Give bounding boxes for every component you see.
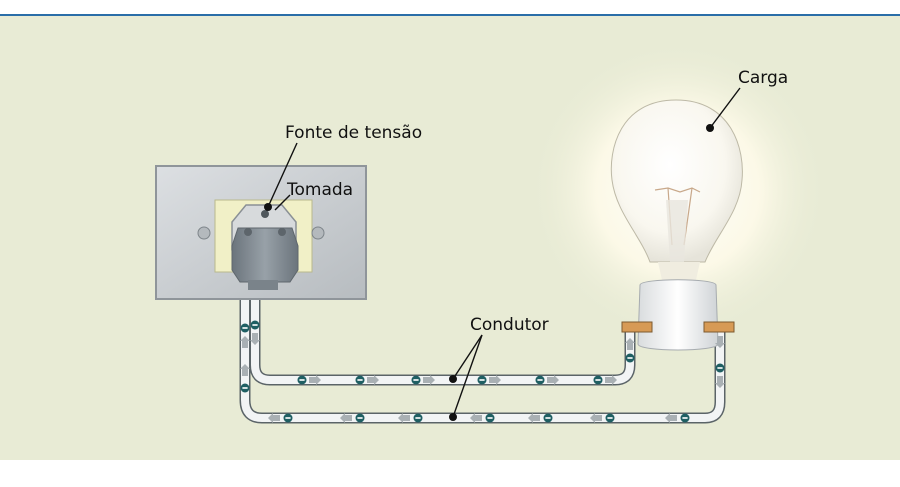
fonte-marker: [264, 203, 272, 211]
flow-arrow-icon: [665, 413, 677, 423]
electron-icon: [680, 413, 690, 423]
condutor-marker-upper: [449, 375, 457, 383]
flow-arrow-icon: [367, 375, 379, 385]
flow-arrow-icon: [423, 375, 435, 385]
condutor-pointer-upper: [452, 334, 483, 380]
flow-arrow-icon: [625, 338, 635, 350]
flow-arrow-icon: [528, 413, 540, 423]
flow-arrow-icon: [715, 376, 725, 388]
electron-icon: [413, 413, 423, 423]
label-pointers: [267, 87, 741, 418]
electron-icon: [411, 375, 421, 385]
flow-arrow-icon: [590, 413, 602, 423]
electron-icon: [240, 323, 250, 333]
electron-icon: [593, 375, 603, 385]
electron-icon: [543, 413, 553, 423]
fonte-label: Fonte de tensão: [285, 123, 422, 143]
electron-icon: [355, 413, 365, 423]
carga-marker: [706, 124, 714, 132]
flow-arrow-icon: [715, 336, 725, 348]
carga-pointer: [709, 87, 741, 129]
carga-label: Carga: [738, 68, 788, 88]
flow-arrow-icon: [547, 375, 559, 385]
electron-icon: [535, 375, 545, 385]
condutor-pointer-lower: [452, 334, 483, 418]
electron-flow: [240, 320, 725, 423]
flow-arrow-icon: [240, 364, 250, 376]
fonte-pointer: [267, 142, 298, 208]
electron-icon: [240, 383, 250, 393]
condutor-label: Condutor: [470, 315, 549, 335]
electron-icon: [297, 375, 307, 385]
electron-icon: [477, 375, 487, 385]
flow-arrow-icon: [340, 413, 352, 423]
flow-arrow-icon: [268, 413, 280, 423]
electron-icon: [485, 413, 495, 423]
top-rule: [0, 14, 900, 16]
flow-arrow-icon: [489, 375, 501, 385]
plug-icon: [231, 227, 299, 290]
electron-icon: [715, 363, 725, 373]
tomada-pointer: [274, 194, 291, 211]
condutor-marker-lower: [449, 413, 457, 421]
electron-icon: [605, 413, 615, 423]
flow-arrow-icon: [250, 333, 260, 345]
conductor-wires: [239, 285, 726, 424]
flow-arrow-icon: [240, 336, 250, 348]
flow-arrow-icon: [398, 413, 410, 423]
flow-arrow-icon: [605, 375, 617, 385]
flow-arrow-icon: [470, 413, 482, 423]
electron-icon: [355, 375, 365, 385]
electron-icon: [625, 353, 635, 363]
flow-arrow-icon: [309, 375, 321, 385]
tomada-label: Tomada: [286, 180, 353, 200]
electron-icon: [283, 413, 293, 423]
electron-icon: [250, 320, 260, 330]
light-bulb-icon: [610, 99, 743, 351]
